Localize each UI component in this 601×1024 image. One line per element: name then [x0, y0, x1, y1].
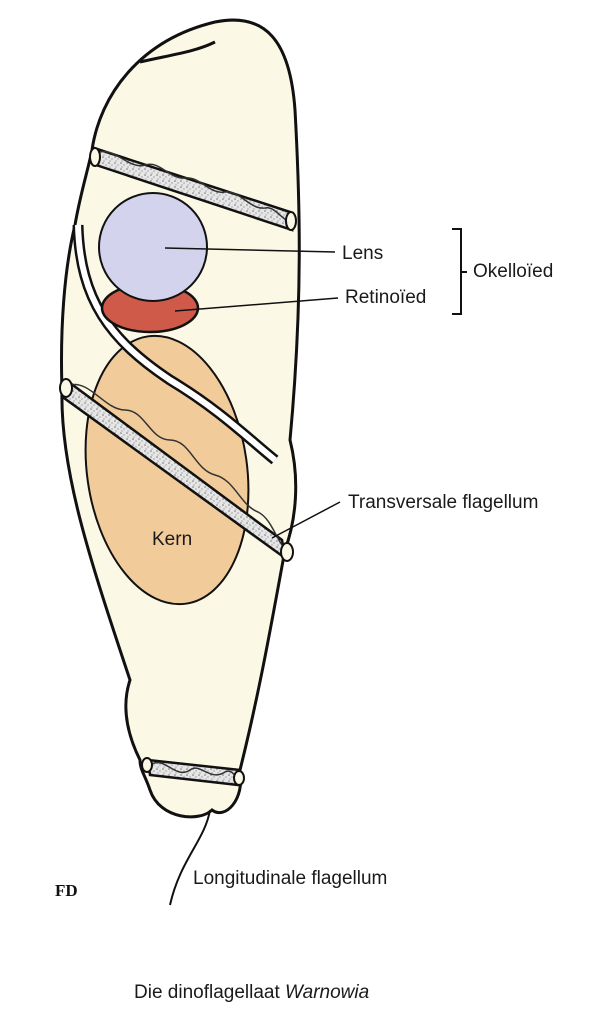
- lens: [98, 192, 208, 302]
- lower-flagellum-wave: [69, 383, 283, 546]
- lens-leader: [164, 247, 336, 253]
- lens-label: Lens: [342, 243, 383, 264]
- caption-prefix: Die dinoflagellaat: [134, 982, 285, 1003]
- upper-flagellum-wave: [99, 150, 291, 223]
- caption-genus: Warnowia: [285, 982, 369, 1003]
- apical-ridge: [139, 40, 216, 64]
- transverse-flagellum-label: Transversale flagellum: [348, 492, 538, 513]
- artist-signature: FD: [55, 881, 78, 900]
- longitudinal-flagellum-label: Longitudinale flagellum: [193, 868, 387, 889]
- ocelloid-bracket: [452, 228, 467, 315]
- retinoid-label: Retinoïed: [345, 287, 426, 308]
- longitudinal-flagellum: [169, 809, 211, 906]
- transverse-leader: [271, 501, 341, 539]
- ocelloid-label: Okelloïed: [473, 261, 553, 282]
- figure-caption: Die dinoflagellaat Warnowia: [134, 982, 369, 1003]
- nucleus-label: Kern: [152, 529, 192, 550]
- retinoid-leader: [174, 297, 339, 312]
